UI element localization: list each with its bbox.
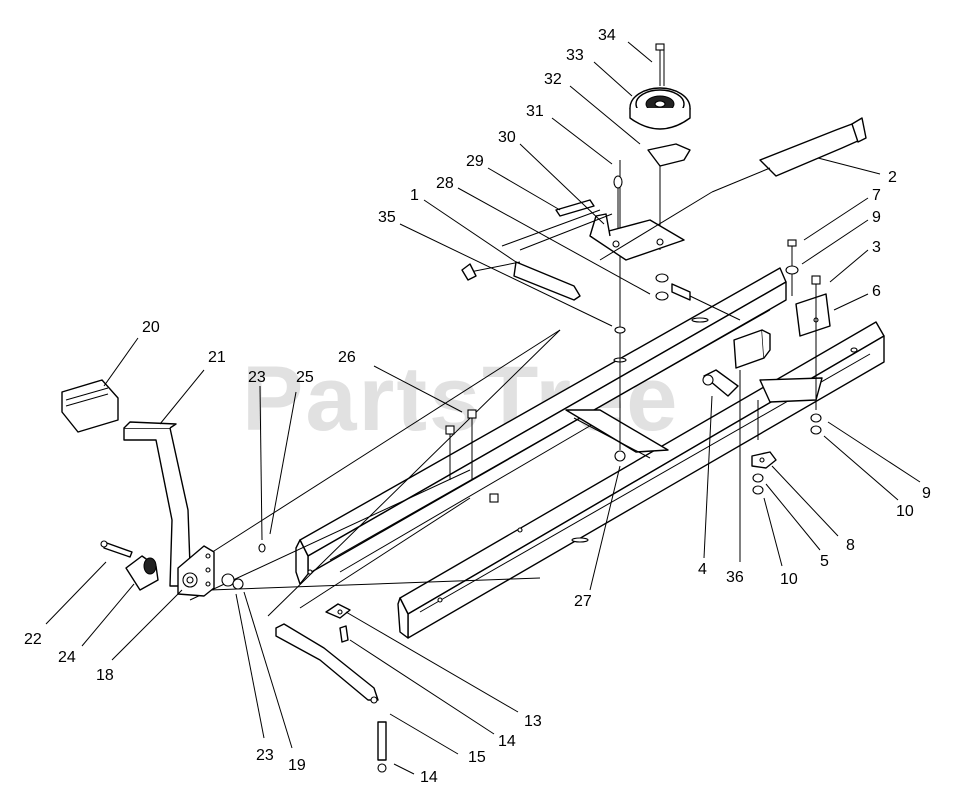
callout-36: 36: [726, 569, 744, 586]
callout-labels: 34 33 32 31 30 29 28 1 35 2 7 9 3 6 9 10…: [24, 27, 931, 786]
callout-28: 28: [436, 175, 454, 192]
callout-22: 22: [24, 631, 42, 648]
callout-29: 29: [466, 153, 484, 170]
callout-9-top: 9: [872, 209, 881, 226]
callout-26: 26: [338, 349, 356, 366]
switch-bracket: [733, 329, 771, 369]
callout-2: 2: [888, 169, 897, 186]
cross-member: [565, 377, 823, 459]
brake-rod-connector: [655, 273, 741, 321]
callout-3: 3: [872, 239, 881, 256]
pedal-pivot-bracket: [177, 545, 215, 597]
callout-14-bottom: 14: [420, 769, 438, 786]
callout-10-right: 10: [896, 503, 914, 520]
rail-holes: [307, 317, 858, 603]
mount-plate: [795, 293, 831, 337]
callout-25: 24: [58, 649, 76, 666]
linkage-lines: [177, 329, 561, 617]
idler-arm-bolt: [613, 175, 623, 228]
callout-35: 35: [378, 209, 396, 226]
callout-5: 5: [820, 553, 829, 570]
frame-rail-lower: [397, 321, 885, 639]
callout-7: 4: [698, 561, 707, 578]
pulley-bolt: [655, 43, 665, 86]
safety-switch: [702, 369, 739, 397]
callout-21: 21: [208, 349, 226, 366]
callout-15: 15: [468, 749, 486, 766]
callout-18: 18: [96, 667, 114, 684]
callout-20: 20: [142, 319, 160, 336]
brake-stop-bracket: [751, 400, 777, 495]
callout-13: 13: [524, 713, 542, 730]
right-bolts: [785, 239, 822, 435]
rod-pin: [377, 721, 387, 773]
callout-14-mid: 14: [498, 733, 516, 750]
callout-1: 1: [410, 187, 419, 204]
callout-23-bottom: 23: [256, 747, 274, 764]
callout-9-bottom: 9: [922, 485, 931, 502]
leader-lines: [45, 41, 921, 775]
idler-spring-rod: [501, 199, 613, 251]
callout-4: 7: [872, 187, 881, 204]
callout-24: 25: [296, 369, 314, 386]
callout-30: 30: [498, 129, 516, 146]
callout-27: 27: [574, 593, 592, 610]
pedal-pad: [61, 379, 119, 433]
callout-31: 31: [526, 103, 544, 120]
callout-23-top: 23: [248, 369, 266, 386]
frame-rail-upper: [295, 267, 787, 585]
callout-8: 8: [846, 537, 855, 554]
tension-spring: [461, 261, 581, 301]
pedal-washer-nut: [221, 543, 266, 590]
callout-10-lower: 10: [780, 571, 798, 588]
callout-33: 33: [566, 47, 584, 64]
callout-6: 6: [872, 283, 881, 300]
pedal-arm: [123, 421, 191, 587]
callout-19: 19: [288, 757, 306, 774]
pedal-bushing: [125, 555, 159, 591]
idler-pulley: [629, 87, 691, 130]
center-bolts: [445, 160, 626, 503]
return-spring-rod: [599, 117, 867, 261]
callout-34: 34: [598, 27, 616, 44]
callout-32: 32: [544, 71, 562, 88]
rod-clevis: [325, 603, 351, 643]
pedal-bolt: [100, 540, 133, 558]
brake-rod: [275, 623, 379, 704]
